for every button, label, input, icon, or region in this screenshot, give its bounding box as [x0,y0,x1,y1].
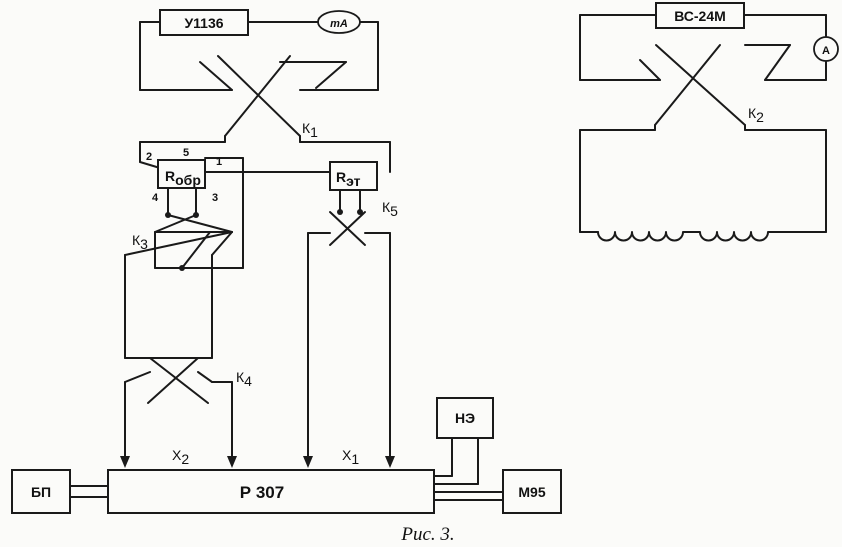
k1-sub: 1 [310,124,318,140]
x1-arrow-left [303,456,313,468]
r-obr-wiring [139,157,331,269]
bs24m-loop [579,14,827,233]
k4-sub: 4 [244,373,252,389]
x1-sub: 1 [351,451,359,467]
bs24m-label: ВС-24М [674,8,726,24]
u1136-label: У1136 [184,15,223,31]
m95-label: М95 [518,484,545,500]
k4-switch [124,357,233,459]
r-et-label: Rэт [336,169,361,189]
k3-label: К3 [132,232,148,252]
r-et-main: R [336,169,346,185]
k5-switch [307,189,391,459]
ammeter-icon [813,36,839,62]
x2-arrow-left [120,456,130,468]
k3-main: К [132,232,141,248]
u1136-loop [139,21,391,173]
k3-contact-1 [165,212,171,218]
pin-3-label: 3 [212,192,218,204]
k1-main: К [302,120,311,136]
x2-arrow-right [227,456,237,468]
k5-main: К [382,199,391,215]
bs24m-box [655,2,745,29]
ma-meter-label: mA [330,18,348,30]
coil-icon [597,231,807,242]
bp-label: БП [31,484,51,500]
k2-sub: 2 [756,109,764,125]
r-obr-main: R [165,168,175,184]
x1-main: Х [342,447,352,463]
k3-switch [124,214,233,359]
x1-label: Х1 [342,447,359,467]
k3-sub: 3 [140,236,148,252]
k5-label: К5 [382,199,398,219]
figure-caption: Рис. 3. [400,524,454,545]
k4-main: К [236,369,245,385]
k3-contact-3 [179,265,185,271]
x2-main: Х [172,447,182,463]
pin-4-label: 4 [152,192,159,204]
k2-main: К [748,105,757,121]
ne-box [436,397,494,439]
k5-sub: 5 [390,203,398,219]
k1-label: К1 [302,120,318,140]
bp-box [11,469,71,514]
r-obr-sub: обр [175,172,201,188]
pin-5-label: 5 [183,147,189,159]
pin-1-label: 1 [216,156,222,168]
x2-sub: 2 [181,451,189,467]
k4-label: К4 [236,369,252,389]
k2-label: К2 [748,105,764,125]
p307-label: Р 307 [240,483,284,502]
k3-contact-2 [193,212,199,218]
r-et-sub: эт [346,173,361,189]
ma-meter-icon [317,10,361,34]
r-obr-label: Rобр [165,168,201,188]
k5-contact-2 [357,209,363,215]
u1136-box [159,9,249,36]
ammeter-label: A [822,45,830,57]
x2-label: Х2 [172,447,189,467]
ne-label: НЭ [455,410,475,426]
x1-arrow-right [385,456,395,468]
k5-contact-1 [337,209,343,215]
p307-box [107,469,435,514]
r-et-box [329,161,378,191]
r-obr-box [157,159,206,189]
pin-2-label: 2 [146,151,152,163]
